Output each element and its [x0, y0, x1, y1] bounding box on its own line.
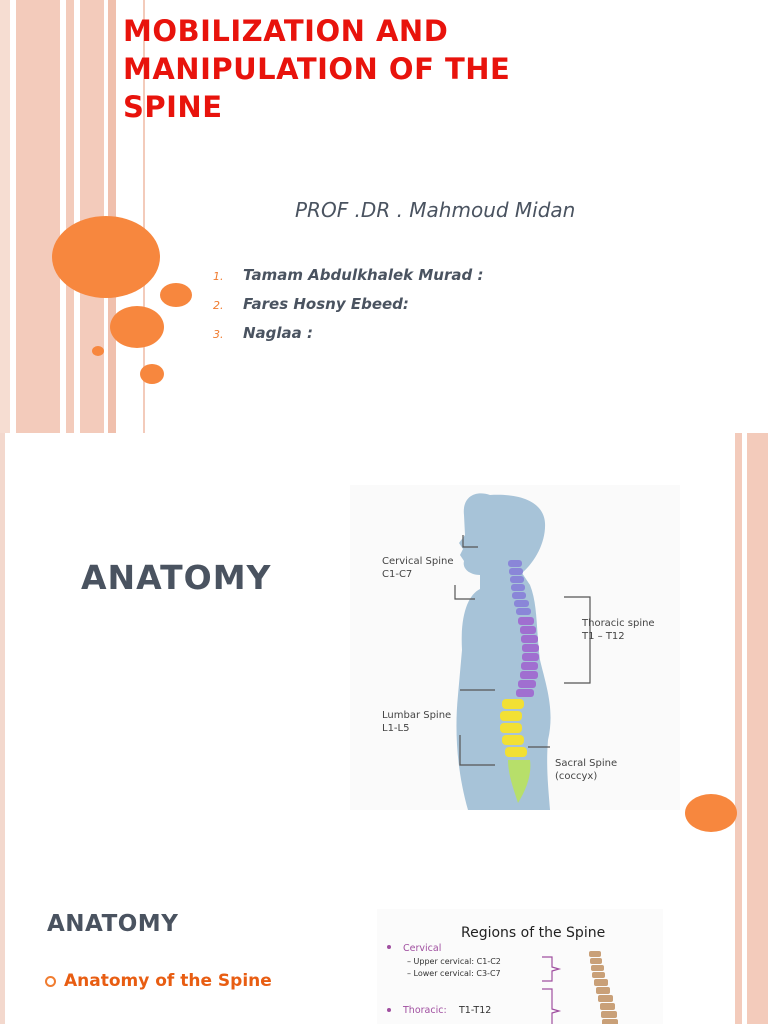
anatomy-slide: ANATOMY [0, 433, 768, 865]
spine-regions-figure: Regions of the Spine Cervical – Upper ce… [377, 909, 663, 1024]
student-name: Tamam Abdulkhalek Murad : [243, 266, 484, 284]
list-number: 1. [213, 270, 224, 283]
sacral-range: (coccyx) [555, 771, 597, 782]
thoracic-region: Thoracic: [402, 1005, 447, 1016]
cervical-vertebrae [508, 560, 531, 615]
student-name: Fares Hosny Ebeed: [243, 295, 409, 313]
decor-stripe [16, 0, 60, 433]
anatomy-regions-slide: ANATOMY Anatomy of the Spine Regions of … [0, 865, 768, 1024]
decor-stripe [747, 865, 768, 1024]
presentation-title: MOBILIZATION AND MANIPULATION OF THE SPI… [123, 14, 511, 124]
decor-stripe [0, 0, 10, 433]
sacral-label: Sacral Spine [555, 758, 617, 769]
cervical-label: Cervical Spine [382, 556, 454, 567]
list-number: 2. [213, 299, 224, 312]
spine-anatomy-figure: Cervical Spine C1-C7 Thoracic spine T1 –… [350, 485, 680, 810]
bullet-ring-icon [45, 975, 56, 987]
bullet-text: Anatomy of the Spine [64, 971, 272, 991]
thoracic-region-range: T1-T12 [458, 1005, 491, 1016]
human-silhouette [456, 493, 551, 810]
thoracic-range: T1 – T12 [581, 631, 625, 642]
slide-heading: ANATOMY [47, 911, 179, 937]
decor-circle [110, 306, 164, 348]
spine-illustration [589, 951, 618, 1024]
upper-cervical: – Upper cervical: C1-C2 [407, 957, 501, 966]
figure-title: Regions of the Spine [461, 925, 605, 941]
bullet-item: Anatomy of the Spine [45, 971, 272, 991]
lumbar-range: L1-L5 [382, 723, 409, 734]
decor-stripe [735, 865, 742, 1024]
decor-circle [160, 283, 192, 307]
list-item: 3. Naglaa : [213, 324, 483, 353]
student-name: Naglaa : [243, 324, 314, 342]
decor-stripe [66, 0, 74, 433]
cervical-region: Cervical [403, 943, 441, 954]
thoracic-label: Thoracic spine [581, 618, 655, 629]
lower-cervical: – Lower cervical: C3-C7 [407, 969, 501, 978]
student-list: 1. Tamam Abdulkhalek Murad : 2. Fares Ho… [213, 266, 483, 353]
decor-circle [140, 364, 164, 384]
list-item: 2. Fares Hosny Ebeed: [213, 295, 483, 324]
cervical-range: C1-C7 [382, 569, 412, 580]
decor-circle [52, 216, 160, 298]
decor-stripe [735, 433, 742, 865]
decor-circle [92, 346, 104, 356]
title-slide: MOBILIZATION AND MANIPULATION OF THE SPI… [0, 0, 768, 433]
decor-stripe [143, 0, 145, 433]
presenter-name: PROF .DR . Mahmoud Midan [295, 198, 576, 222]
lumbar-label: Lumbar Spine [382, 710, 451, 721]
slide-heading: ANATOMY [81, 558, 272, 597]
list-number: 3. [213, 328, 224, 341]
lumbar-vertebrae [500, 699, 527, 757]
decor-circle [685, 794, 737, 832]
list-item: 1. Tamam Abdulkhalek Murad : [213, 266, 483, 295]
thoracic-vertebrae [516, 617, 539, 697]
decor-stripe [747, 433, 768, 865]
sacrum [508, 760, 531, 803]
